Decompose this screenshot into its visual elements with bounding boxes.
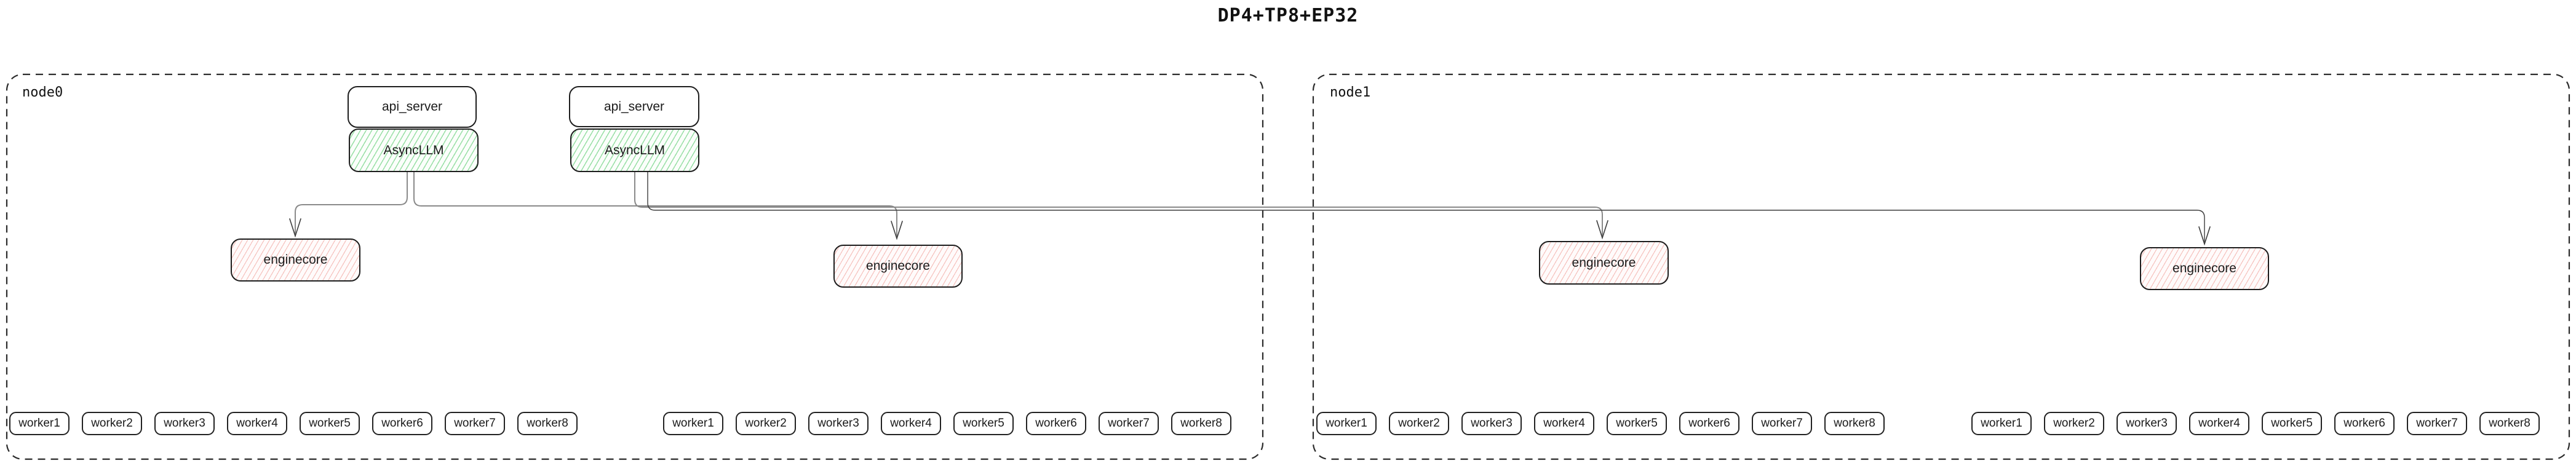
worker-box: worker1 — [1971, 412, 2032, 435]
worker-box: worker3 — [808, 412, 869, 435]
worker-box: worker1 — [1316, 412, 1377, 435]
worker-box: worker6 — [1026, 412, 1086, 435]
worker-box: worker3 — [2117, 412, 2177, 435]
worker-box: worker8 — [2479, 412, 2540, 435]
worker-box: worker6 — [372, 412, 432, 435]
asyncllm-1-box: AsyncLLM — [349, 128, 479, 172]
worker-box: worker2 — [82, 412, 142, 435]
worker-box: worker7 — [2407, 412, 2467, 435]
worker-box: worker3 — [1461, 412, 1522, 435]
worker-box: worker6 — [2334, 412, 2395, 435]
node0-label: node0 — [22, 85, 63, 100]
worker-box: worker5 — [300, 412, 360, 435]
worker-box: worker4 — [2189, 412, 2249, 435]
node1-label: node1 — [1330, 85, 1371, 100]
diagram-title: DP4+TP8+EP32 — [1217, 5, 1359, 26]
worker-box: worker4 — [227, 412, 287, 435]
arrowhead-enginecore2 — [891, 221, 903, 240]
worker-box: worker3 — [154, 412, 215, 435]
enginecore-1-box: enginecore — [231, 238, 360, 282]
enginecore-4-box: enginecore — [2140, 247, 2269, 290]
worker-box: worker4 — [1534, 412, 1594, 435]
enginecore-2-box: enginecore — [833, 245, 963, 288]
api-server-2-box: api_server — [569, 86, 699, 127]
worker-box: worker8 — [517, 412, 578, 435]
asyncllm-2-box: AsyncLLM — [570, 128, 699, 172]
worker-box: worker5 — [1607, 412, 1667, 435]
edge-asyncllm1-to-enginecore1 — [295, 171, 408, 234]
worker-box: worker8 — [1824, 412, 1885, 435]
worker-box: worker7 — [445, 412, 505, 435]
edge-asyncllm2-to-enginecore3 — [634, 171, 1603, 236]
worker-box: worker2 — [1389, 412, 1449, 435]
worker-box: worker4 — [881, 412, 941, 435]
worker-box: worker5 — [2262, 412, 2322, 435]
worker-box: worker8 — [1171, 412, 1231, 435]
arrowhead-enginecore4 — [2198, 226, 2211, 246]
node0-border — [6, 73, 1264, 460]
node1-border — [1312, 73, 2570, 460]
worker-box: worker7 — [1099, 412, 1159, 435]
worker-box: worker5 — [953, 412, 1014, 435]
worker-box: worker1 — [9, 412, 70, 435]
edge-asyncllm1-to-enginecore2 — [413, 171, 897, 237]
worker-box: worker2 — [736, 412, 796, 435]
worker-box: worker6 — [1679, 412, 1739, 435]
edge-asyncllm2-to-enginecore4 — [647, 171, 2205, 242]
worker-box: worker2 — [2044, 412, 2104, 435]
arrowhead-enginecore3 — [1596, 220, 1608, 240]
api-server-1-box: api_server — [348, 86, 477, 128]
enginecore-3-box: enginecore — [1539, 241, 1669, 285]
worker-box: worker7 — [1752, 412, 1812, 435]
arrowhead-enginecore1 — [289, 218, 301, 238]
worker-box: worker1 — [663, 412, 723, 435]
